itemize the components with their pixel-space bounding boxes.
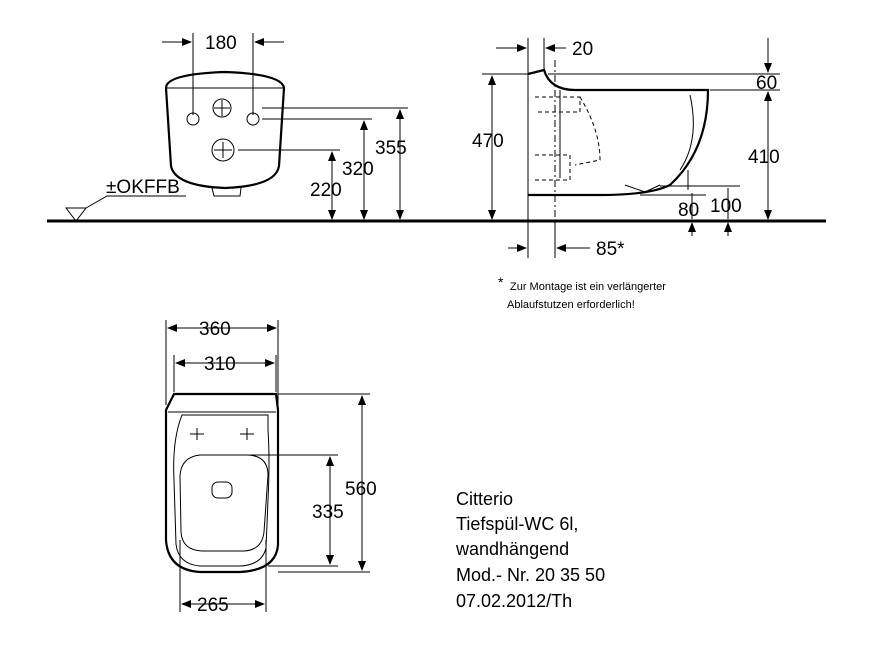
product-info: Citterio Tiefspül-WC 6l, wandhängend Mod… xyxy=(455,489,605,611)
footnote-star: * xyxy=(498,274,504,290)
product-brand: Citterio xyxy=(456,489,513,509)
front-view: 180 355 320 220 ±OKFFB xyxy=(64,33,408,222)
dim-85-label: 85* xyxy=(596,239,625,260)
dim-470-label: 470 xyxy=(472,131,504,152)
product-date: 07.02.2012/Th xyxy=(456,591,572,611)
floor-reference-label: ±OKFFB xyxy=(106,177,180,198)
dim-410-label: 410 xyxy=(748,147,780,168)
footnote-line-1: Zur Montage ist ein verlängerter xyxy=(510,281,666,293)
footnote: * Zur Montage ist ein verlängerter Ablau… xyxy=(498,274,666,311)
top-view: 360 310 560 335 265 xyxy=(164,319,377,616)
product-model: Mod.- Nr. 20 35 50 xyxy=(456,565,605,585)
footnote-line-2: Ablaufstutzen erforderlich! xyxy=(507,299,635,311)
dim-355-label: 355 xyxy=(375,138,407,159)
dim-560-label: 560 xyxy=(345,479,377,500)
side-view: 20 470 60 410 80 100 85* xyxy=(472,38,780,260)
product-type: Tiefspül-WC 6l, xyxy=(456,514,578,534)
dim-20-label: 20 xyxy=(572,39,593,60)
dim-80-label: 80 xyxy=(678,200,699,221)
dim-265-label: 265 xyxy=(197,595,229,616)
dim-100-label: 100 xyxy=(710,196,742,217)
dim-360-label: 360 xyxy=(199,319,231,340)
dim-320-label: 320 xyxy=(342,159,374,180)
dim-335-label: 335 xyxy=(312,502,344,523)
product-mounting: wandhängend xyxy=(455,539,569,559)
dim-310-label: 310 xyxy=(204,354,236,375)
dim-220-label: 220 xyxy=(310,180,342,201)
dim-180-label: 180 xyxy=(205,33,237,54)
dim-60-label: 60 xyxy=(756,73,777,94)
